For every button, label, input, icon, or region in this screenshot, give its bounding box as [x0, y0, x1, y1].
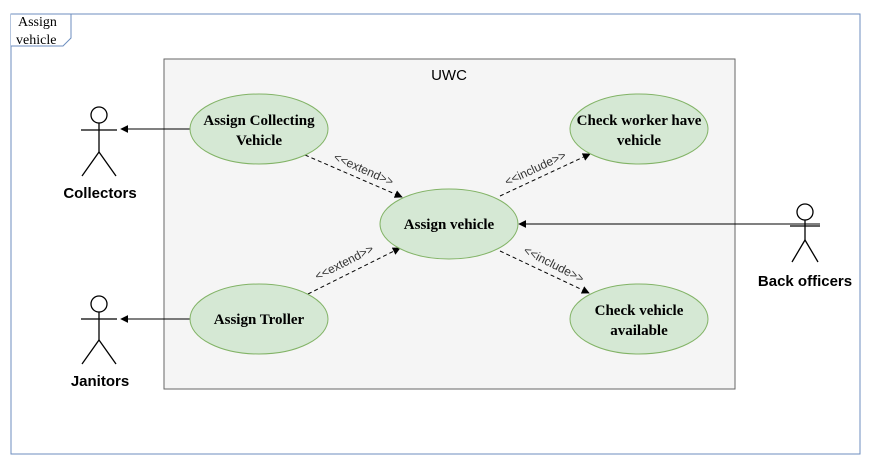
usecase-assign-troller: Assign Troller — [189, 283, 329, 355]
usecase-check-available-line2: available — [610, 323, 668, 339]
usecase-assign-collecting-vehicle: Assign Collecting Vehicle — [189, 93, 329, 165]
actor-janitors-label: Janitors — [71, 373, 129, 390]
usecase-check-worker-line2: vehicle — [617, 133, 661, 149]
usecase-assign-collecting-line1: Assign Collecting — [203, 113, 315, 129]
usecase-assign-collecting-line2: Vehicle — [236, 133, 282, 149]
usecase-assign-vehicle-label: Assign vehicle — [404, 217, 495, 233]
usecase-check-worker-have-vehicle: Check worker have vehicle — [569, 93, 709, 165]
include-bottom-line — [499, 250, 590, 294]
actor-back-officers-label: Back officers — [758, 273, 852, 290]
actor-collectors-label: Collectors — [63, 185, 136, 202]
include-top-line — [499, 153, 591, 197]
frame-label-line1: Assign — [18, 15, 57, 30]
extend-top-line — [304, 154, 403, 198]
actor-janitors — [81, 295, 117, 365]
extend-bottom-line — [307, 247, 401, 295]
usecase-check-vehicle-available: Check vehicle available — [569, 283, 709, 355]
frame-label-line2: vehicle — [16, 33, 56, 48]
system-name: UWC — [431, 67, 467, 84]
usecase-assign-troller-label: Assign Troller — [214, 312, 305, 328]
usecase-check-available-line1: Check vehicle — [595, 303, 684, 319]
actor-back-officers — [790, 203, 820, 263]
usecase-assign-vehicle: Assign vehicle — [379, 188, 519, 260]
actor-collectors — [81, 106, 117, 177]
usecase-check-worker-line1: Check worker have — [577, 113, 702, 129]
diagram-frame — [10, 13, 861, 455]
frame-label-tab — [11, 13, 72, 47]
